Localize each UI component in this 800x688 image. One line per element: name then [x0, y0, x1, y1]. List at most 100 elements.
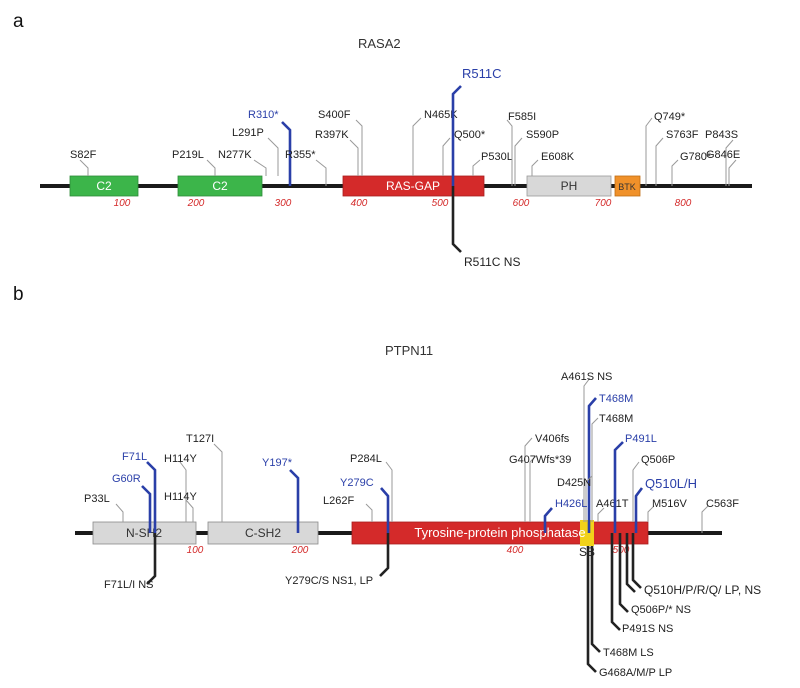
rasa2-mutation-label: L291P [232, 127, 264, 139]
rasa2-leader [655, 137, 664, 186]
ptpn11-mutation-below-label: F71L/I NS [104, 579, 154, 591]
rasa2-leader [671, 159, 679, 186]
ptpn11-leader-below [618, 533, 629, 613]
ptpn11-leader [591, 417, 599, 522]
ptpn11-mutation-label: H114Y [164, 491, 197, 503]
rasa2-domain-rasgap-label: RAS-GAP [386, 179, 440, 193]
rasa2-domain-ph [526, 175, 612, 197]
ptpn11-tick: 200 [291, 545, 309, 556]
rasa2-mutation-label: S763F [666, 129, 699, 141]
rasa2-mutation-below-label: R511C NS [464, 255, 520, 269]
ptpn11-mutation-label: V406fs [535, 433, 570, 445]
ptpn11-mutation-label: P33L [84, 493, 110, 505]
rasa2-tick: 500 [432, 198, 449, 209]
ptpn11-leader-highlight [141, 485, 152, 533]
rasa2-leader [267, 137, 279, 176]
ptpn11-leader-highlight [613, 441, 624, 533]
rasa2-leader-highlight [281, 121, 292, 186]
rasa2-domain-c2-1-label: C2 [96, 179, 112, 193]
rasa2-tick: 700 [595, 198, 612, 209]
rasa2-leader [472, 159, 481, 176]
ptpn11-leader [632, 461, 640, 522]
ptpn11-leader [701, 505, 709, 533]
rasa2-mutation-label-highlight: R511C [462, 66, 502, 81]
ptpn11-domain-ptp-label: Tyrosine-protein phosphatase [414, 525, 585, 540]
ptpn11-leader-below [625, 533, 636, 593]
rasa2-leader-highlight [451, 85, 462, 186]
ptpn11-leader [365, 503, 373, 522]
rasa2-leader [442, 137, 451, 176]
rasa2-domain-c2-2-label: C2 [212, 179, 228, 193]
ptpn11-mutation-label: H114Y [164, 453, 197, 465]
ptpn11-leader-highlight [543, 507, 553, 533]
ptpn11-domain-nsh2 [92, 521, 197, 545]
rasa2-leader [412, 117, 422, 176]
rasa2-leader [725, 139, 734, 186]
ptpn11-leader-highlight [587, 397, 597, 533]
rasa2-mutation-label: S590P [526, 129, 559, 141]
panel-a-letter: a [13, 11, 24, 32]
rasa2-mutation-label-highlight: R310* [248, 109, 279, 121]
rasa2-mutation-label: P843S [705, 129, 738, 141]
ptpn11-mutation-label: M516V [652, 498, 688, 510]
ptpn11-mutation-label: Q506P [641, 454, 675, 466]
ptpn11-mutation-label-highlight: H426L [555, 498, 587, 510]
ptpn11-mutation-label-highlight: Q510L/H [645, 476, 697, 491]
ptpn11-mutation-label: T468M [599, 413, 633, 425]
rasa2-mutation-label: F585I [508, 111, 536, 123]
rasa2-leader [206, 159, 216, 176]
rasa2-mutation-label: N465K [424, 109, 458, 121]
rasa2-leader-below [451, 186, 462, 253]
rasa2-mutation-label: Q500* [454, 129, 486, 141]
rasa2-mutation-label: R355* [285, 149, 316, 161]
ptpn11-leader [385, 461, 393, 522]
panel-b-title: PTPN11 [385, 343, 433, 358]
ptpn11-mutation-label: A461S NS [561, 371, 612, 383]
rasa2-mutation-label: R397K [315, 129, 349, 141]
ptpn11-leader-below [586, 546, 597, 673]
ptpn11-mutation-label: G407Wfs*39 [509, 454, 571, 466]
panel-b-letter: b [13, 284, 24, 305]
rasa2-mutation-label: P530L [481, 151, 513, 163]
rasa2-tick: 200 [187, 198, 205, 209]
rasa2-domain-btk-label: BTK [618, 182, 636, 192]
ptpn11-leader [115, 503, 124, 522]
ptpn11-domain-csh2-label: C-SH2 [245, 526, 281, 540]
ptpn11-leader-below [631, 533, 642, 589]
rasa2-tick: 600 [513, 198, 530, 209]
ptpn11-leader [213, 443, 223, 522]
rasa2-leader [531, 159, 539, 176]
ptpn11-leader [597, 507, 605, 522]
ptpn11-mutation-label: L262F [323, 495, 354, 507]
rasa2-mutation-label: P219L [172, 149, 204, 161]
ptpn11-mutation-below-label: Q510H/P/R/Q/ LP, NS [644, 583, 761, 597]
rasa2-leader [79, 159, 89, 176]
ptpn11-domain-csh2 [207, 521, 319, 545]
rasa2-tick: 400 [351, 198, 368, 209]
ptpn11-leader [185, 499, 194, 522]
ptpn11-mutation-below-label: Q506P/* NS [631, 604, 691, 616]
ptpn11-leader [647, 505, 655, 522]
ptpn11-leader [529, 455, 537, 522]
ptpn11-leader-below [610, 533, 621, 631]
rasa2-mutation-label: N277K [218, 149, 252, 161]
rasa2-leader [645, 117, 653, 186]
ptpn11-sb-site [580, 520, 594, 546]
ptpn11-tick: 100 [187, 545, 204, 556]
ptpn11-mutation-label-highlight: T468M [599, 393, 633, 405]
rasa2-tick: 800 [675, 198, 692, 209]
ptpn11-leader-highlight [634, 487, 644, 533]
ptpn11-leader-below [379, 533, 390, 577]
ptpn11-mutation-label: A461T [596, 498, 629, 510]
ptpn11-mutation-label-highlight: G60R [112, 473, 141, 485]
ptpn11-domain-nsh2-label: N-SH2 [126, 526, 162, 540]
rasa2-leader [506, 119, 513, 186]
rasa2-tick: 100 [114, 198, 131, 209]
ptpn11-leader [585, 475, 593, 522]
ptpn11-mutation-below-label: T468M LS [603, 647, 654, 659]
ptpn11-leader-below [146, 533, 157, 585]
ptpn11-leader [524, 437, 533, 522]
ptpn11-mutation-label: P284L [350, 453, 382, 465]
ptpn11-leader-highlight [146, 461, 157, 533]
